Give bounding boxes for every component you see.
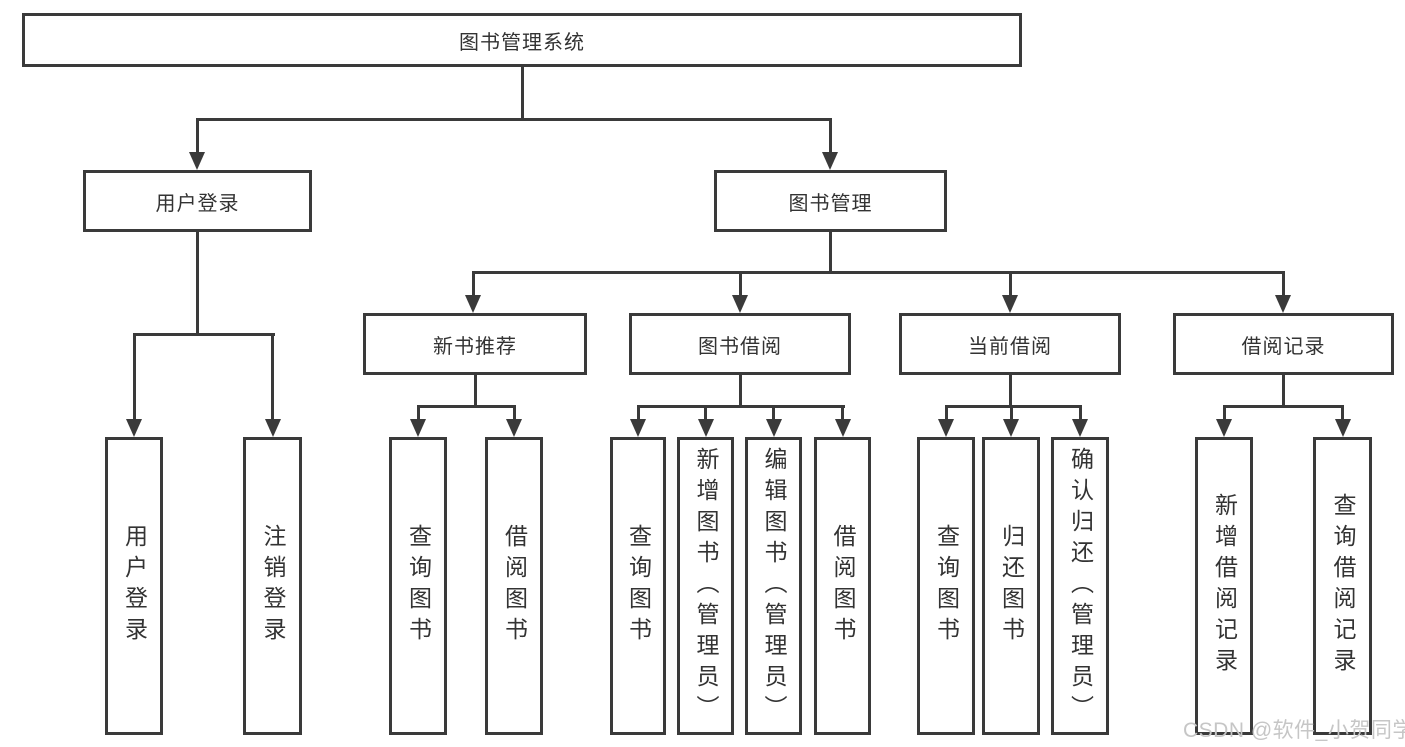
leaf-return-book: 归还图书: [982, 437, 1040, 735]
connector-line: [132, 333, 275, 336]
connector-line: [416, 404, 420, 420]
csdn-watermark: CSDN @软件_小贺同学: [1183, 719, 1405, 742]
connector-line: [1008, 271, 1012, 295]
connector-line: [520, 67, 524, 120]
arrow-down-icon: [126, 419, 142, 437]
connector-line: [271, 333, 274, 419]
connector-line: [944, 404, 1082, 408]
arrow-down-icon: [264, 419, 281, 437]
connector-line: [1341, 404, 1344, 420]
connector-line: [1078, 404, 1082, 420]
connector-line: [1281, 271, 1285, 295]
leaf-borrow-book: 借阅图书: [814, 437, 871, 735]
connector-line: [1008, 375, 1012, 408]
leaf-query-book-current: 查询图书: [917, 437, 975, 735]
arrow-down-icon: [1002, 295, 1018, 313]
connector-line: [636, 404, 640, 420]
arrow-down-icon: [697, 419, 714, 437]
connector-line: [1222, 404, 1226, 420]
node-borrow-records: 借阅记录: [1173, 313, 1394, 375]
connector-line: [828, 232, 832, 274]
connector-line: [416, 404, 516, 408]
leaf-query-book-newbook: 查询图书: [389, 437, 447, 735]
arrow-down-icon: [465, 295, 481, 313]
leaf-add-book-admin: 新增图书（管理员）: [677, 437, 734, 735]
arrow-down-icon: [630, 419, 646, 437]
connector-line: [1009, 404, 1013, 420]
connector-line: [738, 375, 742, 408]
arrow-down-icon: [1072, 419, 1088, 437]
arrow-down-icon: [506, 419, 522, 437]
connector-line: [471, 271, 475, 295]
leaf-user-login: 用户登录: [105, 437, 163, 735]
leaf-query-borrow-record: 查询借阅记录: [1313, 437, 1372, 735]
connector-line: [195, 117, 832, 121]
connector-line: [512, 404, 516, 420]
arrow-down-icon: [1275, 295, 1291, 313]
arrow-down-icon: [732, 295, 748, 313]
connector-line: [772, 404, 775, 420]
arrow-down-icon: [410, 419, 426, 437]
connector-line: [1281, 375, 1285, 408]
node-current-borrow: 当前借阅: [899, 313, 1121, 375]
arrow-down-icon: [834, 419, 851, 437]
connector-line: [195, 232, 199, 335]
arrow-down-icon: [189, 152, 205, 170]
leaf-logout: 注销登录: [243, 437, 302, 735]
connector-line: [841, 404, 844, 420]
connector-line: [704, 404, 707, 420]
connector-line: [944, 404, 948, 420]
arrow-down-icon: [938, 419, 954, 437]
leaf-confirm-return-admin: 确认归还（管理员）: [1051, 437, 1109, 735]
connector-line: [738, 271, 742, 295]
arrow-down-icon: [822, 152, 838, 170]
connector-line: [636, 404, 845, 408]
leaf-edit-book-admin: 编辑图书（管理员）: [745, 437, 802, 735]
arrow-down-icon: [765, 419, 782, 437]
leaf-query-book-borrow: 查询图书: [610, 437, 666, 735]
leaf-add-borrow-record: 新增借阅记录: [1195, 437, 1253, 735]
node-book-borrow: 图书借阅: [629, 313, 851, 375]
connector-line: [132, 333, 136, 419]
connector-line: [828, 117, 832, 152]
node-user-login: 用户登录: [83, 170, 312, 232]
arrow-down-icon: [1334, 419, 1351, 437]
arrow-down-icon: [1003, 419, 1019, 437]
node-new-book-recommend: 新书推荐: [363, 313, 587, 375]
arrow-down-icon: [1216, 419, 1232, 437]
connector-line: [1222, 404, 1344, 408]
connector-line: [195, 117, 199, 152]
leaf-borrow-book-newbook: 借阅图书: [485, 437, 543, 735]
node-book-management: 图书管理: [714, 170, 947, 232]
connector-line: [473, 375, 477, 408]
node-root-system: 图书管理系统: [22, 13, 1022, 67]
connector-line: [471, 271, 1285, 274]
